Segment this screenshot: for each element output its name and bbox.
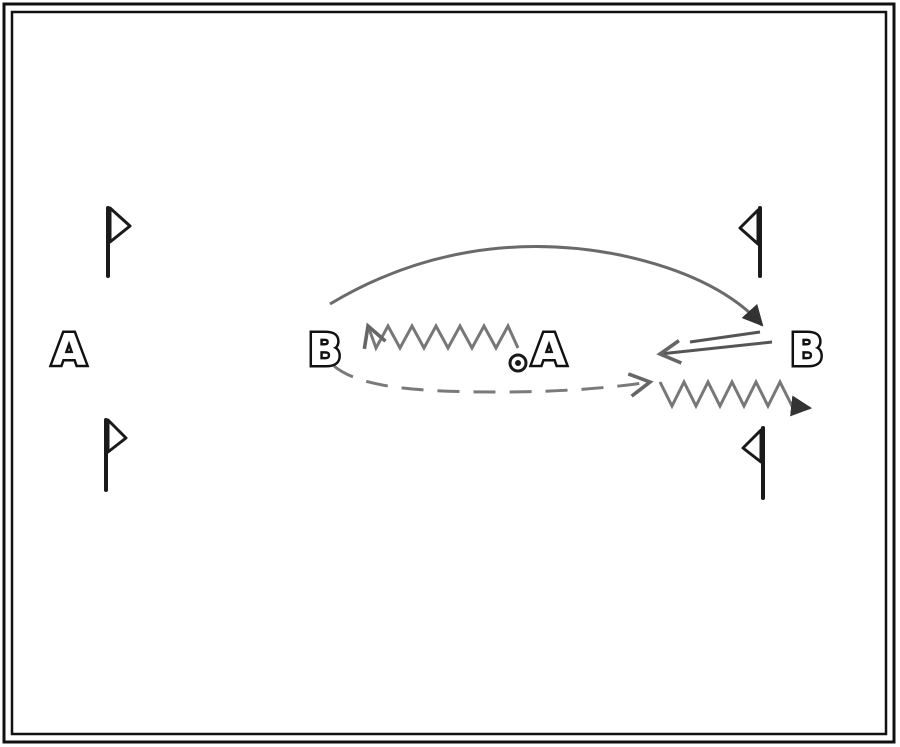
player-a-center: A	[532, 325, 566, 376]
flag-icon	[104, 418, 128, 492]
flag-icon	[106, 206, 132, 278]
ball-icon	[508, 353, 528, 373]
player-a-left: A	[52, 325, 86, 376]
dashed-run-arrow	[333, 364, 654, 398]
inner-frame	[10, 10, 888, 736]
flag-icon	[741, 426, 765, 500]
player-b-right: B	[790, 325, 824, 376]
return-pass-arrow	[656, 339, 773, 365]
dribble-right-arrow	[658, 378, 813, 417]
player-b-mid: B	[308, 325, 342, 376]
return-pass-guide	[689, 330, 761, 344]
flag-icon	[738, 206, 762, 278]
curved-pass-arrow	[329, 245, 764, 327]
dribble-left-arrow	[362, 322, 520, 352]
